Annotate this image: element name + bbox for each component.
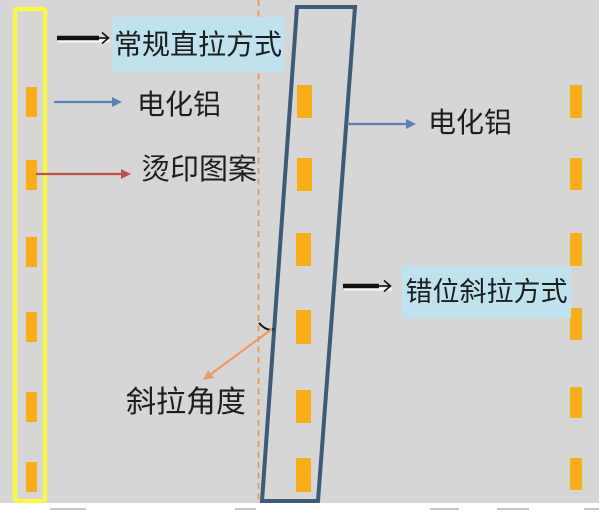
stamp-pattern [26, 312, 37, 342]
stamp-pattern [570, 85, 582, 118]
stamp-pattern [570, 458, 582, 490]
angle-arc [258, 322, 275, 331]
pattern-column-left [26, 87, 37, 492]
blue-arrow-foil-right [347, 119, 416, 129]
black-arrow-diagonal-method [343, 279, 392, 293]
stamp-pattern [296, 233, 311, 266]
stamp-pattern [26, 87, 37, 117]
orange-arrow-pull-angle [203, 328, 273, 380]
stamp-pattern [296, 390, 311, 423]
label-foil-right: 电化铝 [428, 107, 513, 138]
stamp-pattern [26, 237, 37, 267]
black-arrow-straight-method [57, 31, 110, 45]
stamp-pattern [26, 462, 37, 492]
label-foil-left: 电化铝 [137, 89, 222, 120]
stamp-pattern [570, 158, 582, 190]
stamp-pattern [296, 310, 311, 344]
stamp-pattern [26, 160, 37, 190]
red-arrow-stamp-pattern [36, 169, 131, 179]
label-pull-angle: 斜拉角度 [126, 386, 246, 419]
stamp-pattern [570, 308, 582, 340]
foil-strip-straight [12, 6, 48, 504]
label-straight-pull-method: 常规直拉方式 [112, 17, 284, 72]
stamp-pattern [296, 458, 311, 492]
blue-arrow-foil-left [54, 97, 122, 107]
stamp-pattern [570, 387, 582, 418]
label-stamp-pattern: 烫印图案 [141, 154, 258, 186]
label-diagonal-pull-method: 错位斜拉方式 [402, 266, 571, 318]
stamp-pattern [297, 158, 312, 191]
stamp-pattern [297, 85, 312, 118]
pattern-column-middle [296, 85, 312, 492]
foil-strip-tilted [259, 5, 358, 503]
stamp-pattern [26, 392, 37, 422]
pattern-column-right [570, 85, 582, 490]
stamp-pattern [570, 233, 582, 266]
